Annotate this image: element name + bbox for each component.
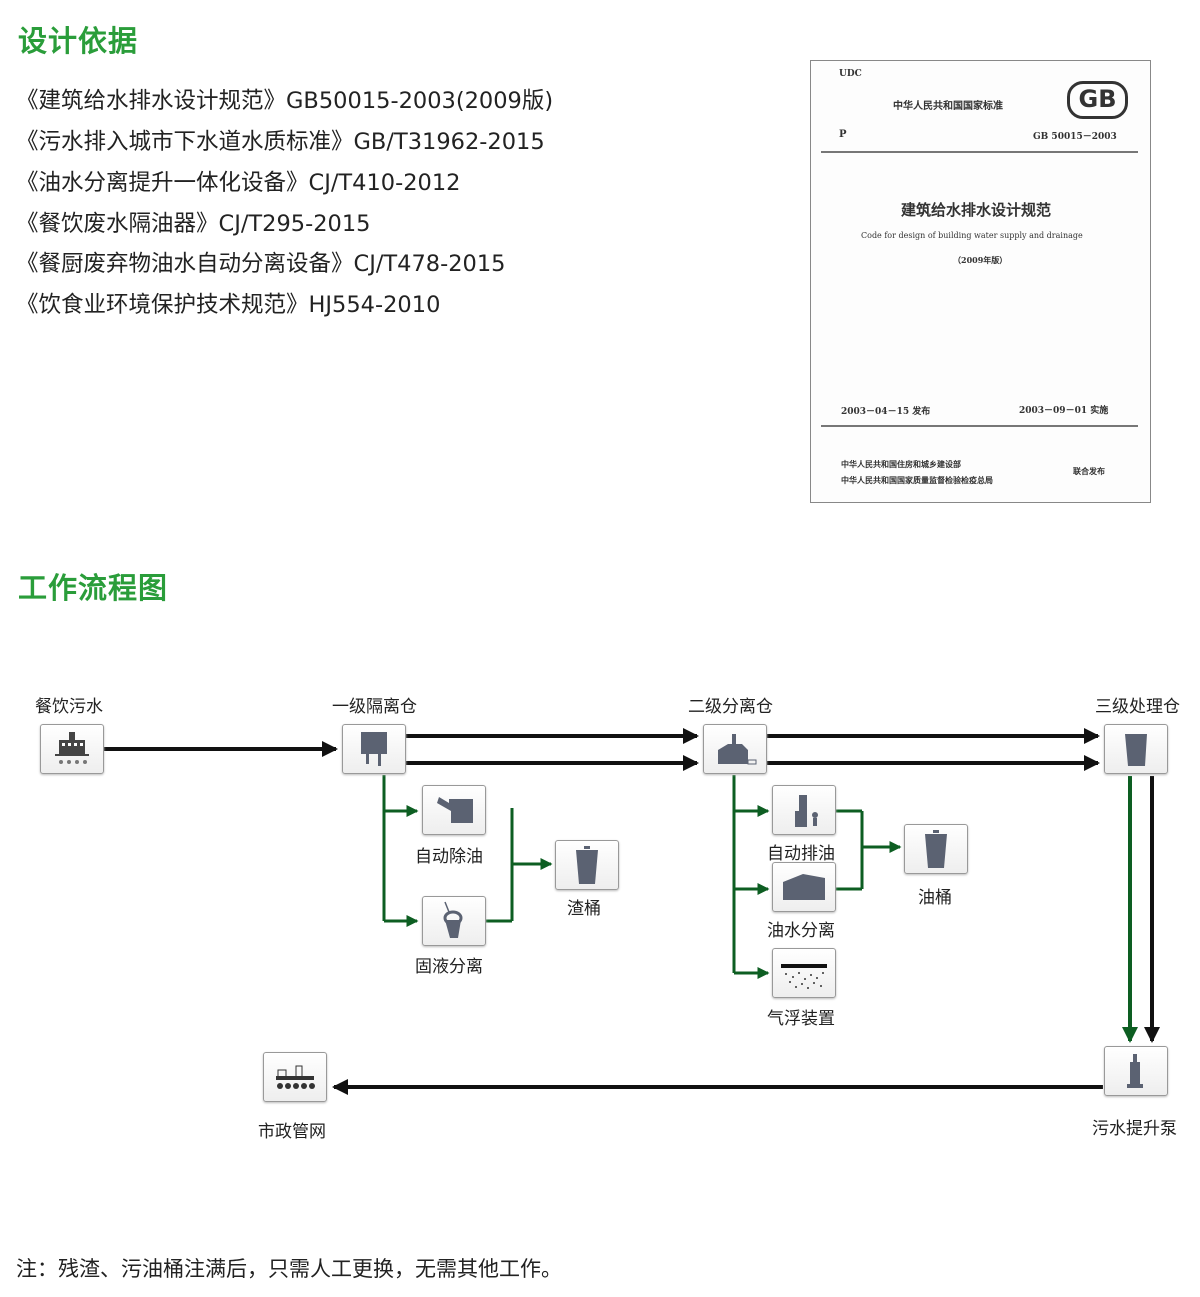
merge-to-oil [836, 809, 864, 891]
separator-icon [703, 724, 767, 774]
treatment-tank-icon [1104, 724, 1168, 774]
cover-code: GB 50015－2003 [1033, 132, 1117, 142]
reference-item: 《油水分离提升一体化设备》CJ/T410-2012 [16, 170, 461, 196]
tank-icon [342, 724, 406, 774]
cover-title: 建筑给水排水设计规范 [901, 201, 1052, 219]
label-air-flotation: 气浮装置 [767, 1009, 835, 1029]
cover-national-standard: 中华人民共和国国家标准 [893, 101, 1003, 112]
pump-icon [1104, 1046, 1168, 1096]
footnote: 注：残渣、污油桶注满后，只需人工更换，无需其他工作。 [16, 1257, 562, 1281]
reference-item: 《餐饮废水隔油器》CJ/T295-2015 [16, 211, 371, 237]
standard-cover-image: UDC 中华人民共和国国家标准 GB P GB 50015－2003 建筑给水排… [810, 60, 1151, 503]
label-stage3: 三级处理仓 [1095, 697, 1180, 717]
cover-joint: 联合发布 [1073, 466, 1105, 476]
gb-logo: GB [1067, 81, 1128, 119]
reference-item: 《饮食业环境保护技术规范》HJ554-2010 [16, 292, 441, 318]
label-auto-oil-removal: 自动除油 [415, 847, 483, 867]
label-stage1: 一级隔离仓 [332, 697, 417, 717]
municipal-network-icon [263, 1052, 327, 1102]
cover-category: P [839, 129, 847, 140]
label-source: 餐饮污水 [35, 697, 103, 717]
reference-item: 《污水排入城市下水道水质标准》GB/T31962-2015 [16, 129, 545, 155]
oil-drain-icon [772, 785, 836, 835]
oil-water-separator-icon [772, 862, 836, 912]
reference-item: 《建筑给水排水设计规范》GB50015-2003(2009版) [16, 88, 554, 114]
section-title-workflow: 工作流程图 [18, 571, 169, 605]
cover-issuer: 中华人民共和国住房和城乡建设部 [841, 459, 961, 469]
oil-bucket-icon [904, 824, 968, 874]
merge-to-residue [486, 808, 514, 923]
oil-removal-icon [422, 785, 486, 835]
cover-effective-date: 2003－09－01 实施 [1019, 406, 1109, 416]
label-stage2: 二级分离仓 [688, 697, 773, 717]
label-municipal: 市政管网 [258, 1122, 326, 1142]
building-icon [40, 724, 104, 774]
cover-issuer: 中华人民共和国国家质量监督检验检疫总局 [841, 475, 993, 485]
reference-item: 《餐厨废弃物油水自动分离设备》CJ/T478-2015 [16, 251, 506, 277]
cover-edition: （2009年版） [953, 255, 1008, 265]
label-oil-water-sep: 油水分离 [767, 921, 835, 941]
label-oil-bucket: 油桶 [918, 888, 952, 908]
air-flotation-icon [772, 948, 836, 998]
label-auto-oil-drain: 自动排油 [767, 844, 835, 864]
cover-udc: UDC [839, 69, 862, 79]
cover-divider [821, 151, 1138, 153]
residue-bucket-icon [555, 840, 619, 890]
label-lift-pump: 污水提升泵 [1092, 1119, 1177, 1139]
section-title-design-basis: 设计依据 [18, 24, 139, 58]
label-residue-bucket: 渣桶 [567, 899, 601, 919]
cover-subtitle: Code for design of building water supply… [861, 231, 1083, 240]
cover-divider [821, 425, 1138, 427]
cover-issue-date: 2003－04－15 发布 [841, 407, 931, 417]
label-solid-liquid: 固液分离 [415, 957, 483, 977]
strainer-basket-icon [422, 896, 486, 946]
